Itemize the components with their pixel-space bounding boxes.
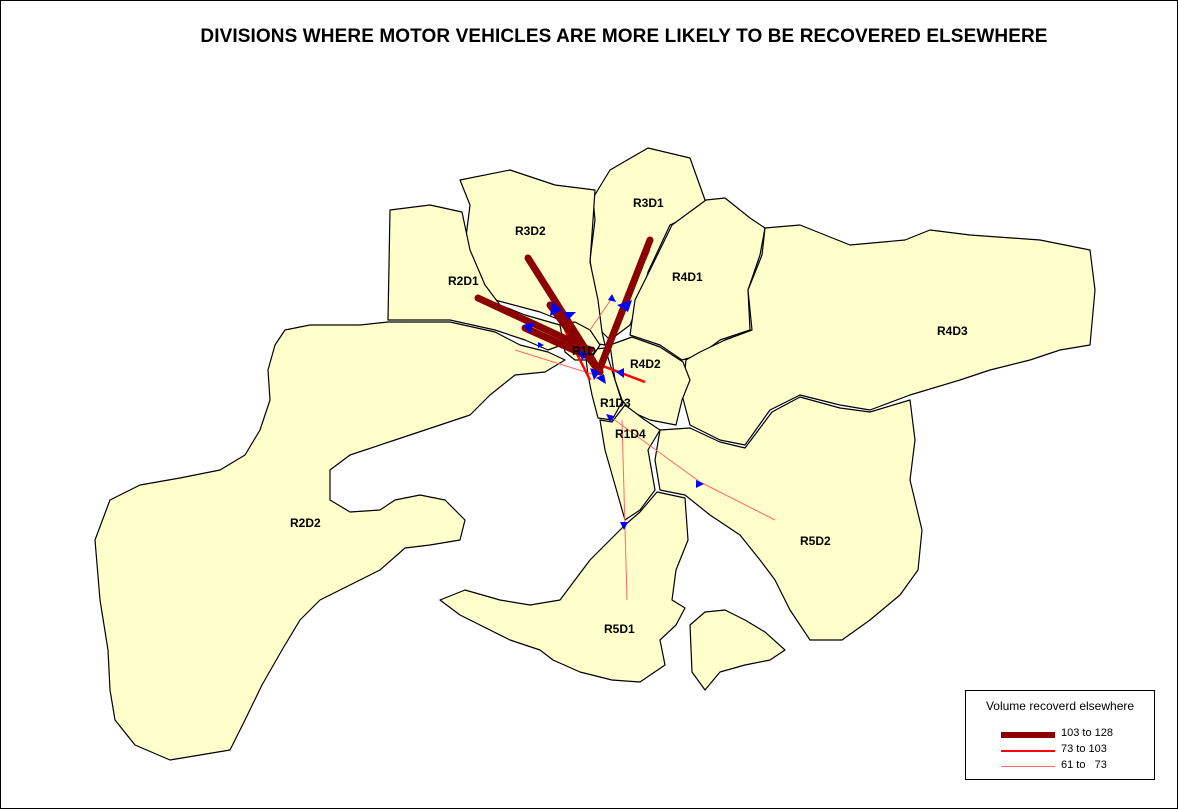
legend-label-low: 61 to 73 (1061, 759, 1107, 771)
flow-line (621, 419, 628, 601)
arrow-icon (620, 522, 628, 530)
arrow-icon (538, 342, 544, 348)
region-label-r5d2: R5D2 (800, 534, 831, 548)
flow-line (521, 324, 589, 359)
region-r1d4[interactable] (599, 404, 661, 521)
region-label-r1d4: R1D4 (615, 427, 646, 441)
region-r4d3[interactable] (681, 224, 1096, 446)
region-label-r3d1: R3D1 (633, 196, 664, 210)
arrow-icon (606, 414, 614, 422)
region-label-r4d3: R4D3 (937, 324, 968, 338)
region-r5d1[interactable] (439, 491, 689, 683)
flow-line (589, 297, 613, 331)
legend-swatch-low (1001, 766, 1055, 767)
map-title: DIVISIONS WHERE MOTOR VEHICLES ARE MORE … (200, 26, 1048, 47)
region-r5d2[interactable] (654, 396, 923, 641)
legend-title: Volume recoverd elsewhere (985, 699, 1135, 713)
legend-item-mid: 73 to 103 (966, 743, 1154, 757)
arrow-icon (616, 368, 624, 378)
region-label-r1d1: R1D (572, 344, 596, 358)
arrow-icon (617, 300, 632, 312)
arrow-icon (590, 368, 600, 380)
region-label-r1d3: R1D3 (600, 396, 631, 410)
region-label-r2d2: R2D2 (290, 516, 321, 530)
region-label-r3d2: R3D2 (515, 224, 546, 238)
legend: Volume recoverd elsewhere 103 to 128 73 … (965, 690, 1155, 780)
flow-line (546, 301, 602, 374)
arrow-icon (596, 374, 606, 384)
region-label-r4d2: R4D2 (630, 357, 661, 371)
legend-label-mid: 73 to 103 (1061, 743, 1107, 755)
arrow-icon (578, 350, 588, 360)
region-r5d1-island[interactable] (689, 609, 786, 691)
flow-line (611, 417, 701, 483)
flow-line (514, 349, 596, 376)
legend-swatch-high (1001, 732, 1055, 738)
arrow-icon (550, 302, 562, 316)
legend-item-high: 103 to 128 (966, 727, 1154, 741)
legend-label-high: 103 to 128 (1061, 727, 1113, 739)
region-r2d2[interactable] (94, 321, 566, 761)
arrow-icon (564, 312, 576, 320)
flow-line (699, 481, 776, 521)
arrow-icon (696, 480, 704, 488)
flow-arrowheads (523, 294, 704, 530)
legend-swatch-mid (1001, 750, 1055, 752)
region-label-r4d1: R4D1 (672, 270, 703, 284)
arrow-icon (608, 294, 616, 302)
region-label-r5d1: R5D1 (604, 622, 635, 636)
arrow-icon (523, 322, 534, 334)
region-label-r2d1: R2D1 (448, 274, 479, 288)
flow-line (474, 294, 594, 354)
legend-item-low: 61 to 73 (966, 759, 1154, 773)
